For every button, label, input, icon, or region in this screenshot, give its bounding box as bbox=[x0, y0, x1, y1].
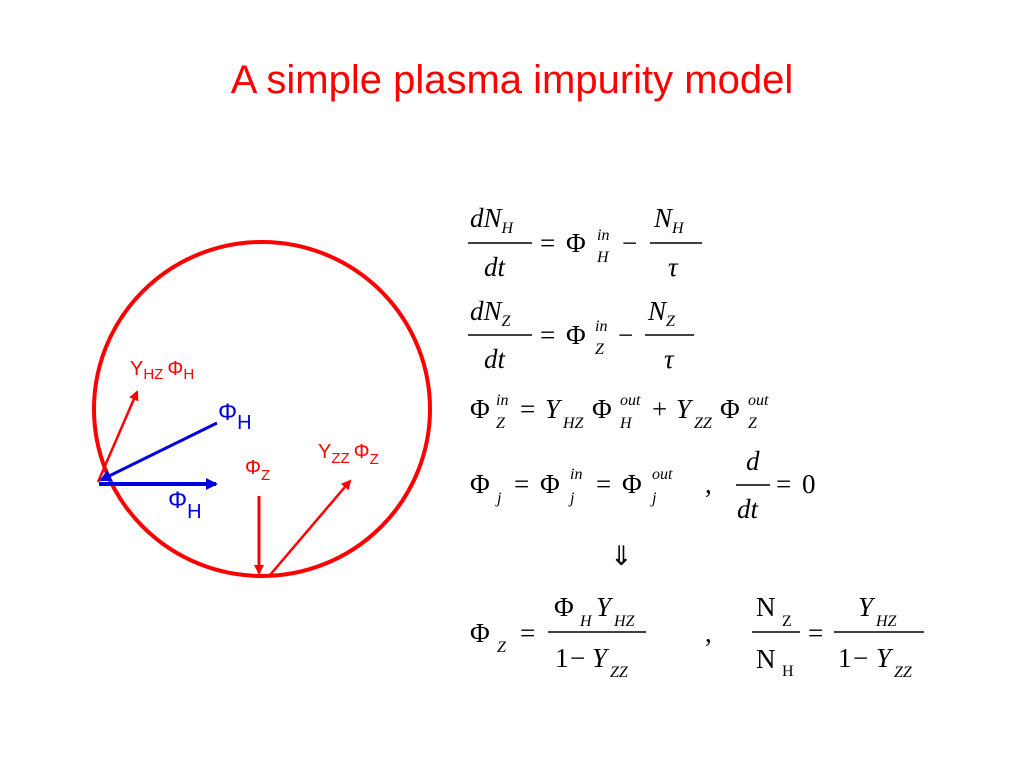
svg-text:Φ: Φ bbox=[592, 394, 612, 424]
svg-text:Y: Y bbox=[592, 643, 610, 673]
svg-text:=: = bbox=[540, 228, 555, 258]
svg-text:=: = bbox=[520, 394, 535, 424]
svg-text:dt: dt bbox=[484, 344, 507, 374]
svg-text:in: in bbox=[595, 318, 607, 335]
svg-text:HZ: HZ bbox=[613, 613, 636, 630]
svg-text:=: = bbox=[520, 618, 535, 648]
svg-text:=: = bbox=[514, 469, 529, 499]
svg-text:−: − bbox=[570, 643, 585, 673]
svg-text:=: = bbox=[808, 618, 823, 648]
svg-text:in: in bbox=[496, 392, 508, 409]
svg-text:Y: Y bbox=[545, 394, 563, 424]
svg-text:τ: τ bbox=[668, 252, 679, 282]
svg-text:=: = bbox=[540, 320, 555, 350]
svg-text:Z: Z bbox=[782, 613, 792, 630]
svg-text:j: j bbox=[568, 490, 575, 507]
svg-text:Φ: Φ bbox=[540, 469, 560, 499]
equation-1: dNH dt = Φ in H − NH τ bbox=[468, 203, 702, 282]
svg-text:,: , bbox=[705, 469, 712, 499]
svg-text:0: 0 bbox=[802, 469, 816, 499]
svg-text:N: N bbox=[756, 644, 776, 674]
svg-text:out: out bbox=[620, 392, 641, 409]
svg-text:H: H bbox=[782, 663, 794, 680]
svg-text:τ: τ bbox=[664, 344, 675, 374]
svg-text:Φ: Φ bbox=[566, 320, 586, 350]
slide-title: A simple plasma impurity model bbox=[230, 58, 794, 102]
svg-text:Z: Z bbox=[496, 415, 506, 432]
svg-text:+: + bbox=[652, 394, 667, 424]
svg-text:1: 1 bbox=[555, 643, 569, 673]
svg-text:Z: Z bbox=[497, 639, 507, 656]
svg-text:Z: Z bbox=[595, 341, 605, 358]
svg-text:d: d bbox=[746, 446, 760, 476]
svg-text:Φ: Φ bbox=[470, 618, 490, 648]
svg-text:−: − bbox=[853, 643, 868, 673]
svg-text:in: in bbox=[597, 227, 609, 244]
svg-text:NH: NH bbox=[653, 203, 685, 237]
svg-text:,: , bbox=[705, 618, 712, 648]
svg-text:1: 1 bbox=[838, 643, 852, 673]
label-phi-h-upper: ΦH bbox=[218, 399, 252, 434]
svg-text:N: N bbox=[756, 592, 776, 622]
svg-text:Φ: Φ bbox=[470, 469, 490, 499]
svg-text:Φ: Φ bbox=[622, 469, 642, 499]
svg-text:dt: dt bbox=[484, 252, 507, 282]
svg-text:Z: Z bbox=[748, 415, 758, 432]
plasma-boundary-circle bbox=[92, 240, 432, 578]
svg-text:Y: Y bbox=[676, 394, 694, 424]
svg-text:H: H bbox=[579, 613, 593, 630]
svg-text:Y: Y bbox=[858, 592, 876, 622]
yzz-flux-arrow bbox=[269, 479, 352, 576]
svg-text:ZZ: ZZ bbox=[894, 664, 913, 681]
svg-text:=: = bbox=[596, 469, 611, 499]
svg-text:Y: Y bbox=[596, 592, 614, 622]
svg-text:HZ: HZ bbox=[562, 415, 585, 432]
svg-text:H: H bbox=[596, 249, 610, 266]
svg-text:ZZ: ZZ bbox=[694, 415, 713, 432]
svg-text:in: in bbox=[570, 466, 582, 483]
svg-text:dNZ: dNZ bbox=[470, 296, 512, 330]
yhz-flux-arrow bbox=[96, 390, 139, 483]
svg-text:NZ: NZ bbox=[647, 296, 676, 330]
svg-text:Y: Y bbox=[876, 643, 894, 673]
phi-h-incoming-arrow bbox=[99, 421, 218, 482]
svg-text:Φ: Φ bbox=[554, 592, 574, 622]
equation-2: dNZ dt = Φ in Z − NZ τ bbox=[468, 296, 694, 374]
svg-text:H: H bbox=[619, 415, 633, 432]
svg-text:j: j bbox=[495, 490, 502, 507]
svg-text:Φ: Φ bbox=[566, 228, 586, 258]
svg-text:−: − bbox=[618, 320, 633, 350]
svg-text:=: = bbox=[776, 469, 791, 499]
label-phi-h-lower: ΦH bbox=[168, 487, 202, 523]
equation-4: Φ j = Φ in j = Φ out j , d dt = 0 bbox=[470, 446, 816, 524]
svg-text:j: j bbox=[650, 490, 657, 507]
svg-text:−: − bbox=[622, 228, 637, 258]
svg-text:out: out bbox=[748, 392, 769, 409]
implies-arrow: ⇓ bbox=[610, 541, 633, 571]
label-phi-z: ΦZ bbox=[245, 457, 270, 484]
svg-text:dt: dt bbox=[737, 494, 760, 524]
equation-3: Φ in Z = Y HZ Φ out H + Y ZZ Φ out Z bbox=[470, 392, 769, 432]
svg-text:Φ: Φ bbox=[470, 394, 490, 424]
svg-text:HZ: HZ bbox=[875, 613, 898, 630]
svg-text:out: out bbox=[652, 466, 673, 483]
svg-text:ZZ: ZZ bbox=[610, 664, 629, 681]
svg-text:Φ: Φ bbox=[720, 394, 740, 424]
svg-text:dNH: dNH bbox=[470, 203, 515, 237]
equation-5: Φ Z = Φ H Y HZ 1 − Y ZZ , N Z N H = Y HZ… bbox=[470, 592, 924, 681]
